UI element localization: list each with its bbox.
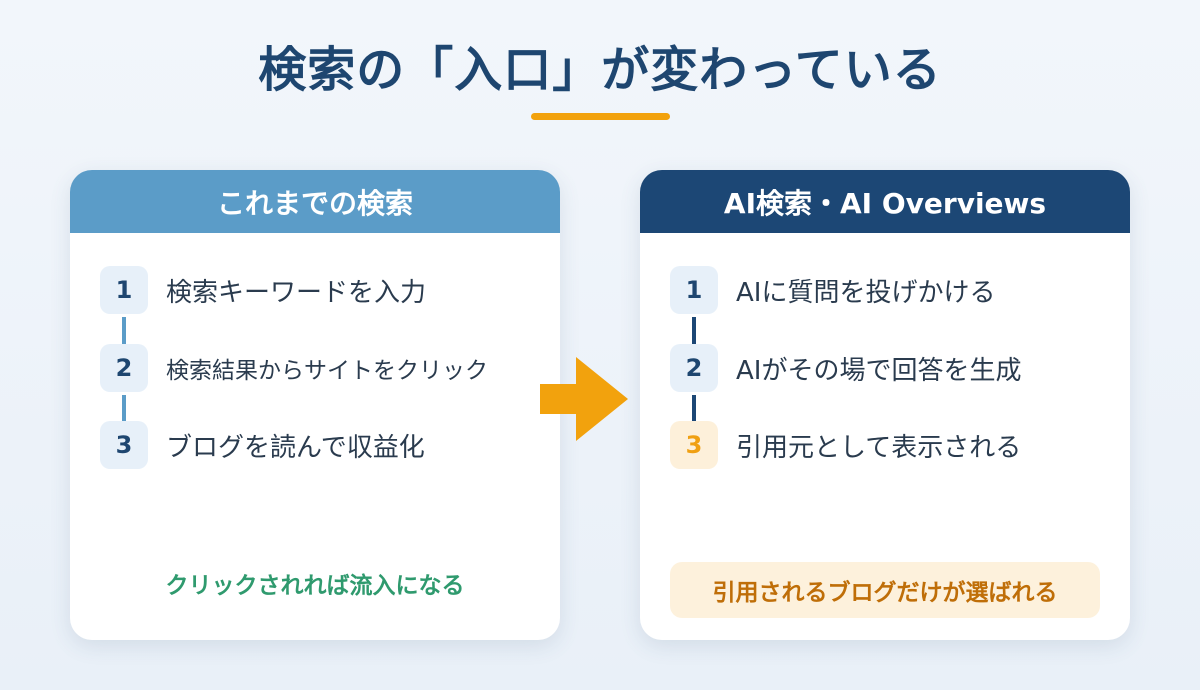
step-number-badge-highlight: 3 — [670, 421, 718, 469]
ai-search-footer: 引用されるブログだけが選ばれる — [670, 562, 1100, 618]
arrow-right-icon — [540, 357, 628, 441]
left-step-3: 3 ブログを読んで収益化 — [100, 421, 425, 469]
traditional-search-card: これまでの検索 1 検索キーワードを入力 2 検索結果からサイトをクリック 3 … — [70, 170, 560, 640]
title-underline — [531, 113, 670, 120]
step-number-badge: 1 — [100, 266, 148, 314]
left-step-1: 1 検索キーワードを入力 — [100, 266, 426, 314]
right-step-2: 2 AIがその場で回答を生成 — [670, 344, 1021, 392]
ai-search-card: AI検索・AI Overviews 1 AIに質問を投げかける 2 AIがその場… — [640, 170, 1130, 640]
step-text: AIに質問を投げかける — [736, 277, 996, 308]
step-connector — [692, 317, 696, 345]
step-text: 検索キーワードを入力 — [166, 277, 427, 308]
step-number-badge: 2 — [100, 344, 148, 392]
step-number-badge: 1 — [670, 266, 718, 314]
right-step-1: 1 AIに質問を投げかける — [670, 266, 995, 314]
step-text: 検索結果からサイトをクリック — [166, 358, 488, 384]
step-number-badge: 2 — [670, 344, 718, 392]
step-connector — [122, 317, 126, 345]
step-text: AIがその場で回答を生成 — [736, 355, 1022, 386]
step-number-badge: 3 — [100, 421, 148, 469]
right-step-3: 3 引用元として表示される — [670, 421, 1021, 469]
traditional-search-header: これまでの検索 — [70, 170, 560, 233]
page-title: 検索の「入口」が変わっている — [258, 42, 942, 98]
ai-search-header: AI検索・AI Overviews — [640, 170, 1130, 233]
step-text: ブログを読んで収益化 — [166, 432, 425, 463]
left-step-2: 2 検索結果からサイトをクリック — [100, 344, 488, 392]
traditional-search-footer: クリックされれば流入になる — [165, 573, 465, 599]
step-text: 引用元として表示される — [736, 432, 1022, 463]
step-connector — [692, 395, 696, 423]
step-connector — [122, 395, 126, 423]
